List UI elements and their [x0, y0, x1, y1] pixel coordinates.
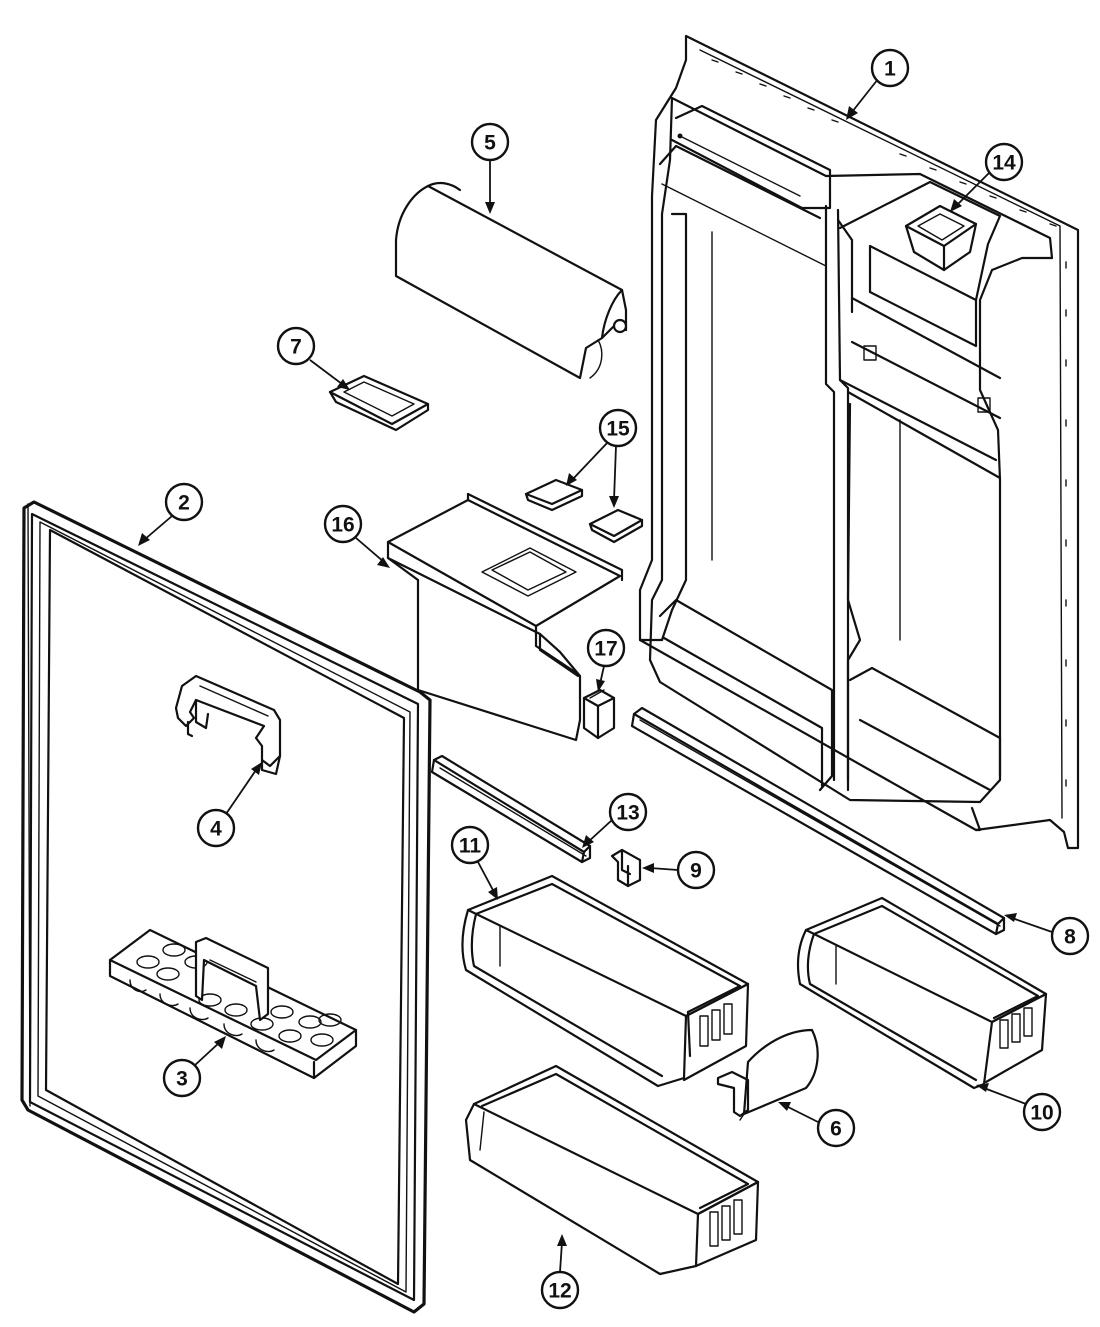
callout-4: 4	[196, 762, 262, 848]
callout-label-1: 1	[884, 58, 896, 81]
callout-8: 8	[1004, 913, 1090, 956]
part-12-bin	[464, 1064, 760, 1276]
part-4-handle	[174, 674, 282, 776]
part-2-gasket	[20, 500, 432, 1314]
callout-17: 17	[586, 628, 626, 692]
callout-label-2: 2	[178, 492, 190, 515]
callout-label-17: 17	[594, 638, 617, 661]
callout-label-6: 6	[830, 1118, 842, 1141]
callout-5: 5	[470, 122, 510, 214]
part-10-bin	[796, 896, 1048, 1090]
part-9-clip	[610, 848, 642, 888]
part-14-cup	[904, 204, 978, 272]
callout-9: 9	[642, 850, 716, 890]
callout-label-3: 3	[176, 1068, 188, 1091]
callout-3: 3	[162, 1036, 226, 1098]
callout-13: 13	[582, 792, 648, 848]
callout-label-11: 11	[459, 835, 482, 858]
callout-2: 2	[138, 482, 204, 546]
callout-label-15: 15	[606, 418, 630, 441]
callout-label-12: 12	[548, 1280, 571, 1303]
part-3-egg-tray	[108, 928, 358, 1080]
part-5-dairy-door	[394, 181, 628, 380]
part-13-strip	[430, 754, 592, 864]
part-8-strip	[630, 706, 1006, 936]
callout-7: 7	[276, 326, 350, 390]
part-6-divider	[716, 1028, 819, 1121]
callout-10: 10	[976, 1083, 1062, 1132]
part-17-clip	[582, 688, 616, 740]
part-16-housing	[386, 492, 624, 742]
callout-label-10: 10	[1030, 1102, 1053, 1125]
callout-14: 14	[950, 142, 1024, 212]
part-door-liner	[638, 34, 1080, 850]
callout-label-16: 16	[331, 514, 354, 537]
callout-label-5: 5	[484, 132, 496, 155]
callout-label-8: 8	[1064, 926, 1076, 949]
part-15-pads	[524, 478, 644, 544]
callout-12: 12	[540, 1234, 580, 1310]
part-11-bin	[461, 874, 750, 1088]
callout-label-14: 14	[992, 152, 1016, 175]
callout-label-7: 7	[290, 336, 302, 359]
callout-6: 6	[778, 1102, 856, 1148]
callout-label-4: 4	[210, 818, 222, 841]
callout-15: 15	[566, 408, 638, 508]
callout-label-13: 13	[616, 802, 639, 825]
callout-1: 1	[846, 48, 910, 120]
part-7-tray	[328, 374, 430, 432]
callout-11: 11	[450, 825, 498, 900]
callout-16: 16	[323, 504, 390, 568]
callout-label-9: 9	[690, 860, 702, 883]
